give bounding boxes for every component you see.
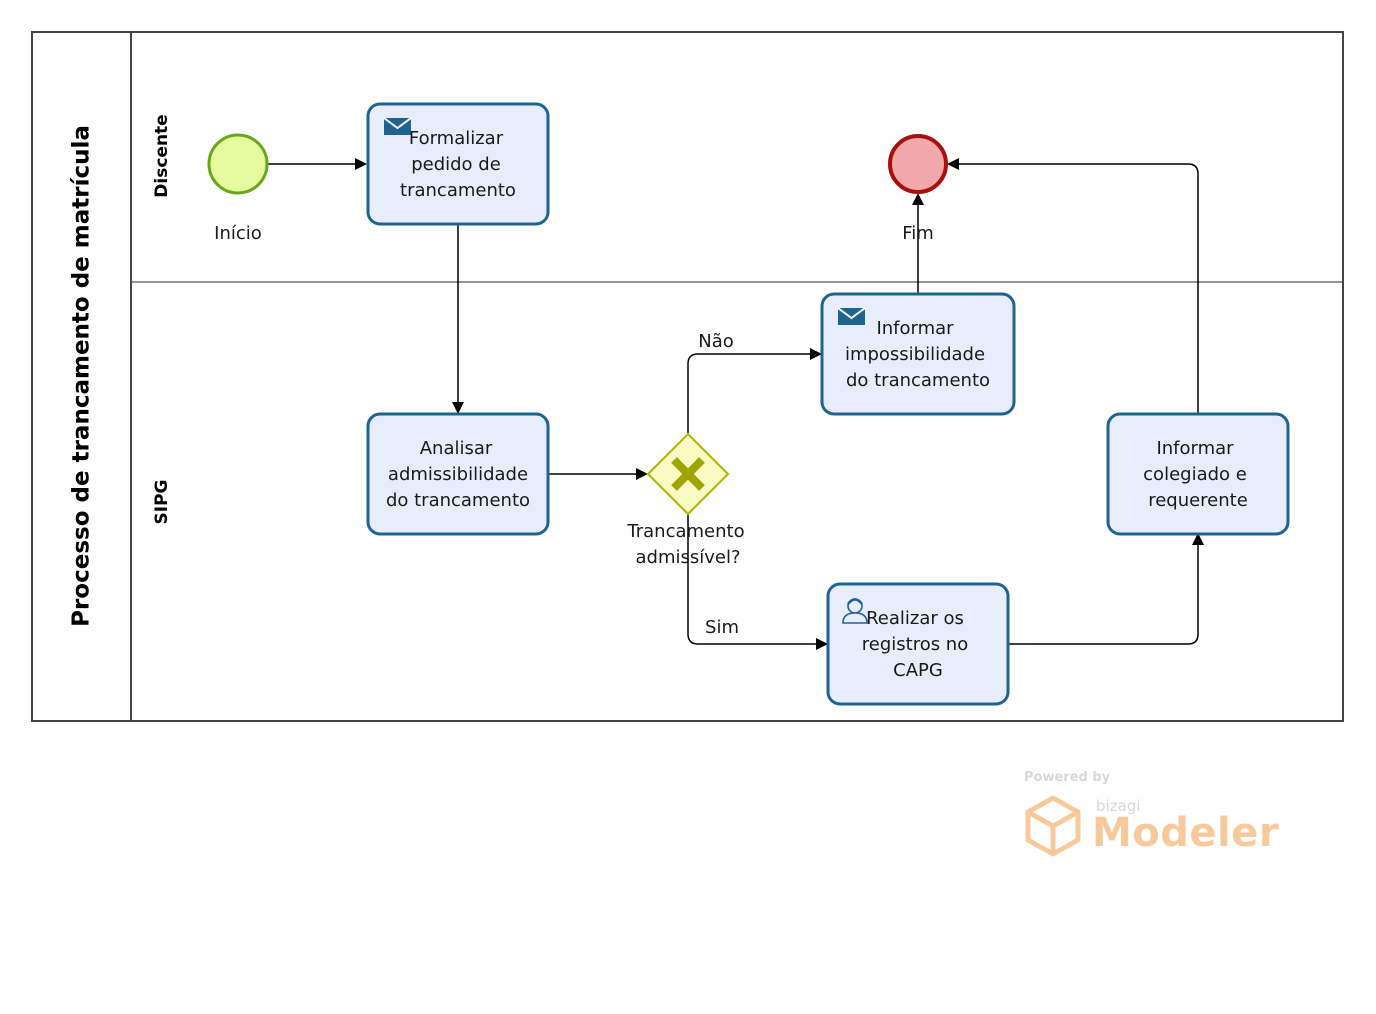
- start-event[interactable]: [207, 133, 269, 195]
- task-informar-colegiado[interactable]: Informar colegiado e requerente: [1106, 412, 1290, 536]
- lane-label-discente: Discente: [152, 114, 172, 197]
- watermark-brand-text: bizagi: [1096, 797, 1141, 815]
- bizagi-watermark: Powered by bizagi Modeler: [1024, 770, 1284, 870]
- task-analisar-line-3: do trancamento: [386, 490, 530, 511]
- user-icon: [842, 598, 868, 624]
- task-realizar-line-1: Realizar os: [866, 608, 964, 629]
- flow-label-nao: Não: [698, 331, 734, 352]
- task-informar-impossibilidade-line-3: do trancamento: [846, 370, 990, 391]
- gateway-label-line-1: Trancamento: [626, 521, 744, 542]
- task-informar-impossibilidade[interactable]: Informar impossibilidade do trancamento: [820, 292, 1016, 416]
- task-informar-colegiado-line-3: requerente: [1148, 490, 1248, 511]
- flow-gateway-nao[interactable]: [687, 348, 822, 434]
- task-formalizar-pedido[interactable]: Formalizar pedido de trancamento: [366, 102, 550, 226]
- sequence-flows: [267, 158, 1204, 650]
- task-informar-impossibilidade-line-2: impossibilidade: [845, 344, 985, 365]
- exclusive-gateway[interactable]: [646, 432, 730, 516]
- task-informar-colegiado-line-1: Informar: [1156, 438, 1234, 459]
- flow-label-sim: Sim: [705, 617, 739, 638]
- task-formalizar-line-3: trancamento: [400, 180, 516, 201]
- lane-label-sipg: SIPG: [152, 480, 172, 525]
- task-analisar-line-2: admissibilidade: [388, 464, 528, 485]
- watermark-powered-text: Powered by: [1024, 770, 1111, 785]
- task-realizar-line-2: registros no: [862, 634, 968, 655]
- end-event-label: Fim: [902, 223, 934, 244]
- start-event-label: Início: [214, 223, 262, 244]
- task-analisar-line-1: Analisar: [420, 438, 493, 459]
- envelope-icon: [837, 307, 866, 325]
- gateway-x-icon: [671, 457, 705, 491]
- task-informar-impossibilidade-line-1: Informar: [876, 318, 954, 339]
- task-formalizar-line-2: pedido de: [411, 154, 501, 175]
- pool-title: Processo de trancamento de matrícula: [69, 125, 95, 627]
- end-event[interactable]: [888, 134, 948, 194]
- task-analisar-admissibilidade[interactable]: Analisar admissibilidade do trancamento: [366, 412, 550, 536]
- flow-realizar-to-informar-colegiado[interactable]: [1008, 533, 1204, 645]
- flow-gateway-sim[interactable]: [687, 514, 828, 650]
- watermark-product-text: Modeler: [1092, 810, 1280, 856]
- gateway-label-line-2: admissível?: [635, 547, 740, 568]
- task-formalizar-line-1: Formalizar: [409, 128, 504, 149]
- task-informar-colegiado-line-2: colegiado e: [1143, 464, 1247, 485]
- envelope-icon: [383, 117, 412, 135]
- task-realizar-registros[interactable]: Realizar os registros no CAPG: [826, 582, 1010, 706]
- flow-informar-colegiado-to-fim[interactable]: [947, 158, 1199, 413]
- bizagi-cube-icon: [1025, 795, 1081, 857]
- task-realizar-line-3: CAPG: [893, 660, 943, 681]
